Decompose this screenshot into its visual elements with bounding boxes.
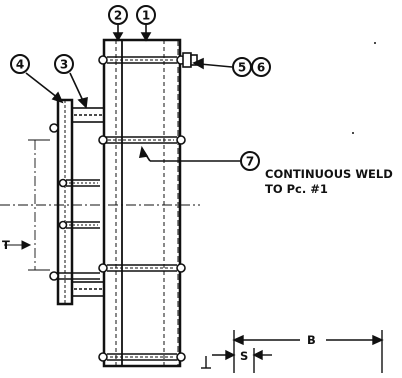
bolt (49, 271, 100, 281)
drawing-specks (352, 42, 376, 134)
callout-number-5: 5 (238, 61, 246, 75)
t-dimension (4, 139, 50, 271)
callout-number-1: 1 (142, 9, 150, 23)
callout-1-circle (136, 5, 156, 25)
callout-3-circle (54, 54, 74, 74)
stud (58, 220, 100, 230)
flange-bar (56, 98, 74, 306)
callout-2-circle (108, 5, 128, 25)
dimension-label-t: T (2, 238, 10, 252)
callout-leaders (25, 25, 240, 162)
centerlines (0, 140, 200, 270)
bolt (98, 55, 186, 65)
callout-number-2: 2 (114, 9, 122, 23)
callout-number-4: 4 (16, 58, 24, 72)
bolt (98, 263, 186, 273)
nut-pair (182, 52, 198, 68)
bolt-group (49, 55, 186, 362)
bolt (98, 352, 186, 362)
dimension-label-s: S (240, 349, 248, 363)
callout-balloons (10, 5, 271, 171)
weld-note-line-2: TO Pc. #1 (265, 182, 328, 196)
callout-4-circle (10, 54, 30, 74)
callout-7-circle (240, 151, 260, 171)
stud (58, 178, 100, 188)
main-plate (102, 38, 182, 368)
b-dimension (232, 330, 384, 373)
callout-number-7: 7 (246, 155, 254, 169)
callout-6-circle (251, 57, 271, 77)
s-dimension (201, 348, 272, 373)
callout-number-3: 3 (60, 58, 68, 72)
spacer-blocks (71, 107, 105, 297)
callout-number-6: 6 (257, 61, 265, 75)
bolt (49, 123, 186, 145)
dimension-label-b: B (307, 333, 316, 347)
weld-note-line-1: CONTINUOUS WELD (265, 167, 393, 181)
